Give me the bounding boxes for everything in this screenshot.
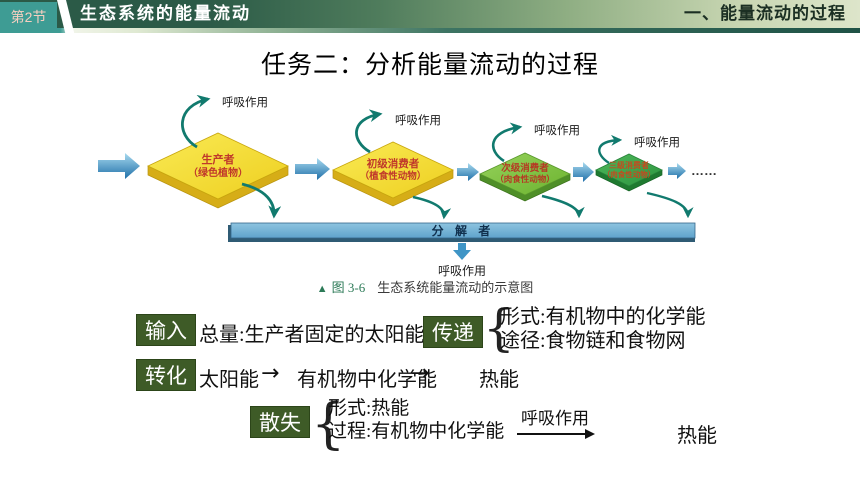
secondary-consumer-sublabel: （肉食性动物） (495, 174, 555, 184)
dissipation-brace: { (311, 392, 346, 455)
decomposer-arc-1 (241, 182, 282, 219)
transfer-label-box: 传递 (423, 316, 483, 348)
decomposer-label: 分 解 者 (432, 223, 495, 238)
respiration-arc-4 (598, 134, 623, 165)
conversion-label-box: 转化 (136, 359, 196, 391)
decomposer-arc-4 (646, 191, 694, 219)
primary-consumer-label: 初级消费者 (367, 157, 420, 170)
conversion-arrow-1-icon: → (261, 361, 280, 386)
section-badge: 第2节 (0, 2, 57, 31)
decomposer-arc-2 (412, 195, 452, 220)
conversion-to: 热能 (479, 369, 519, 391)
respiration-label-3: 呼吸作用 (534, 124, 580, 137)
caption-figure-number: 图 3-6 (331, 280, 366, 295)
secondary-consumer-diamond (479, 152, 571, 196)
respiration-label-2: 呼吸作用 (395, 114, 441, 127)
tertiary-consumer-sublabel: （肉食性动物） (603, 169, 656, 179)
respiration-label-4: 呼吸作用 (634, 136, 680, 149)
dissipation-process: 过程:有机物中化学能 (328, 421, 505, 442)
transfer-path: 途径:食物链和食物网 (500, 329, 686, 352)
producer-diamond (147, 132, 289, 200)
decomposer-respiration-label: 呼吸作用 (438, 264, 486, 278)
header-bar: 生态系统的能量流动 一、能量流动的过程 (0, 0, 860, 28)
caption-marker-icon: ▲ (316, 283, 328, 295)
dissipation-lines: 形式:热能 过程:有机物中化学能 (328, 397, 504, 443)
conversion-from: 太阳能 (199, 369, 259, 391)
producer-label: 生产者 (202, 152, 235, 166)
slide-title: 生态系统的能量流动 (80, 4, 251, 23)
dissipation-to: 热能 (677, 425, 717, 447)
dissipation-via-group: 呼吸作用 (517, 409, 595, 439)
ellipsis: …… (691, 163, 717, 178)
conversion-mid: 有机物中化学能 (297, 369, 437, 391)
dissipation-via-label: 呼吸作用 (521, 409, 589, 428)
input-label-box: 输入 (136, 314, 196, 346)
respiration-arc-1 (181, 94, 211, 149)
respiration-arrow-icon (517, 429, 595, 439)
figure-caption: ▲图 3-6 生态系统能量流动的示意图 (0, 277, 850, 296)
decomposer-respiration-arrow (453, 243, 471, 260)
producer-sublabel: （绿色植物） (188, 166, 248, 179)
primary-consumer-sublabel: （植食性动物） (360, 170, 427, 182)
energy-flow-diagram: …… 生产者 （绿色植物） 初级消费者 （植食性动物） 次级消费者 （肉食性动物… (98, 94, 717, 278)
respiration-arc-2 (355, 109, 383, 154)
respiration-arc-3 (491, 122, 523, 163)
input-text: 总量:生产者固定的太阳能 (199, 324, 425, 346)
dissipation-form: 形式:热能 (328, 398, 410, 419)
task-title: 任务二：分析能量流动的过程 (260, 52, 599, 79)
conversion-arrow-2-icon: → (411, 361, 430, 386)
section-heading: 一、能量流动的过程 (684, 4, 846, 23)
secondary-consumer-label: 次级消费者 (501, 162, 549, 174)
respiration-label-1: 呼吸作用 (222, 96, 268, 109)
dissipation-label-box: 散失 (250, 406, 310, 438)
decomposer-arc-3 (541, 194, 585, 219)
flow-arrow-2 (457, 163, 479, 181)
header-strip (0, 28, 860, 33)
tertiary-consumer-label: 三级消费者 (609, 160, 649, 170)
primary-consumer-diamond (332, 141, 454, 199)
flow-arrow-4 (668, 163, 686, 179)
decomposer-bar (230, 222, 696, 239)
transfer-lines: 形式:有机物中的化学能 途径:食物链和食物网 (500, 306, 706, 353)
flow-arrow-input (98, 153, 140, 179)
caption-text: 生态系统能量流动的示意图 (377, 280, 534, 295)
tertiary-consumer-diamond (595, 153, 663, 187)
transfer-form: 形式:有机物中的化学能 (500, 306, 706, 328)
flow-arrow-1 (295, 158, 330, 180)
flow-arrow-3 (573, 162, 594, 182)
transfer-brace: { (483, 299, 515, 357)
